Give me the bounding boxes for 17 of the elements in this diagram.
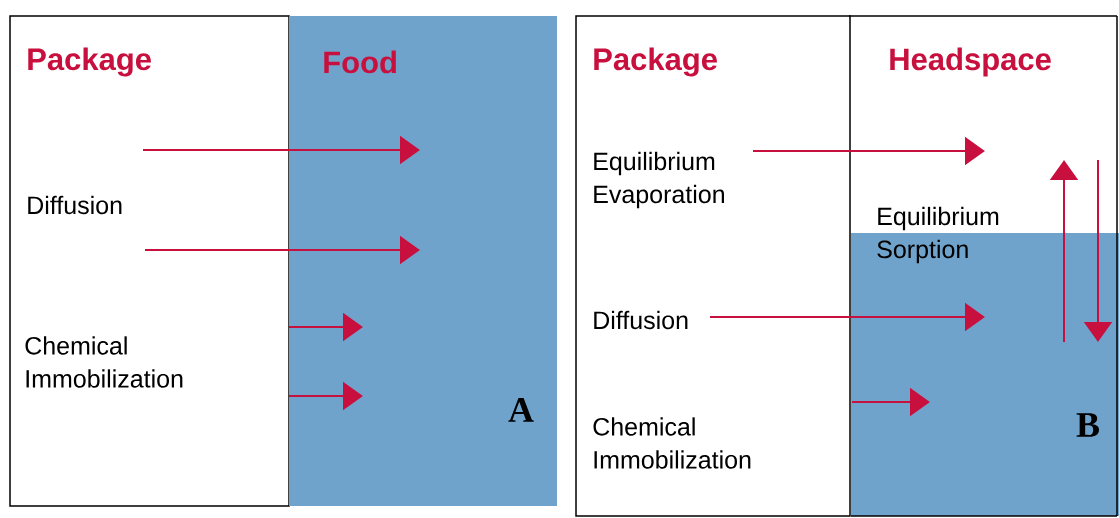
process-label: Chemical Immobilization xyxy=(25,336,183,388)
panel-letter: A xyxy=(508,398,534,422)
process-label: Diffusion xyxy=(28,195,122,215)
process-label: Chemical Immobilization xyxy=(593,417,751,469)
process-label: Equilibrium Sorption xyxy=(877,206,999,264)
panel xyxy=(575,15,851,517)
panel xyxy=(9,15,290,507)
panel xyxy=(848,15,1118,234)
column-heading: Package xyxy=(594,47,717,77)
column-heading: Package xyxy=(28,47,151,77)
column-heading: Headspace xyxy=(890,47,1051,77)
process-label: Diffusion xyxy=(594,310,688,330)
region xyxy=(289,16,557,506)
region xyxy=(850,232,1119,517)
process-label: Equilibrium Evaporation xyxy=(594,151,724,209)
column-heading: Food xyxy=(324,50,396,74)
panel-letter: B xyxy=(1076,413,1099,437)
